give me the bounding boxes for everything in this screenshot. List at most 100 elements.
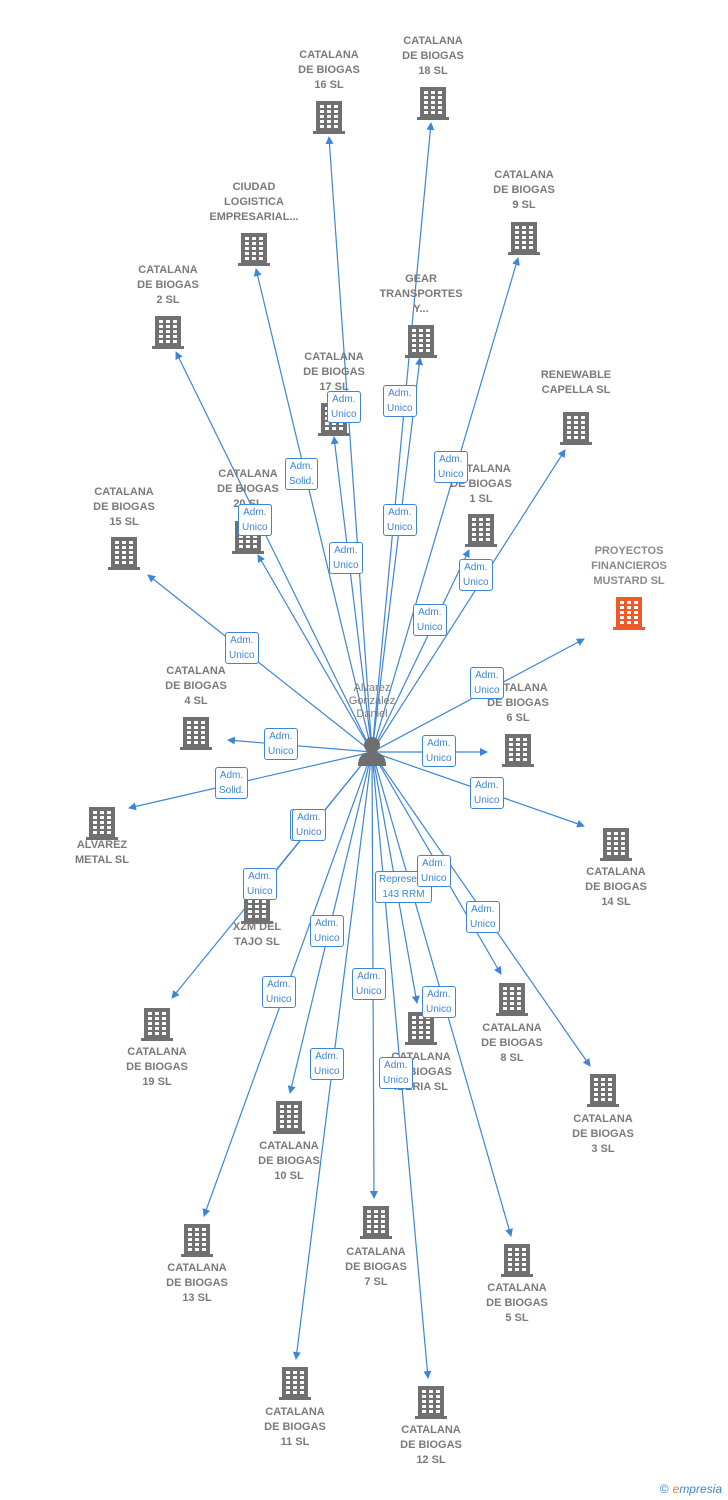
company-label: CATALANA DE BIOGAS 15 SL: [93, 486, 155, 528]
building-icon[interactable]: [495, 981, 529, 1022]
building-icon-gear: [405, 325, 437, 358]
building-icon[interactable]: [180, 1222, 214, 1263]
building-icon[interactable]: [179, 715, 213, 756]
link-c20: [257, 554, 373, 753]
role-badge-c11[interactable]: Adm. Unico: [310, 1048, 344, 1080]
building-icon[interactable]: [507, 220, 541, 261]
empresia-brand[interactable]: ©empresia: [660, 1482, 722, 1496]
building-icon[interactable]: [464, 512, 498, 553]
company-label: CATALANA DE BIOGAS 9 SL: [493, 169, 555, 211]
role-badge-c17[interactable]: Adm. Unico: [329, 542, 363, 574]
company-label: CATALANA DE BIOGAS 16 SL: [298, 49, 360, 91]
company-label: CATALANA DE BIOGAS 14 SL: [585, 866, 647, 908]
building-icon[interactable]: [416, 85, 450, 126]
role-badge-c1[interactable]: Adm. Unico: [459, 559, 493, 591]
company-node-c18[interactable]: CATALANA DE BIOGAS 18 SL: [373, 34, 493, 79]
company-node-c8[interactable]: CATALANA DE BIOGAS 8 SL: [452, 1021, 572, 1066]
role-badge-c13[interactable]: Adm. Unico: [310, 915, 344, 947]
role-badge-c16[interactable]: Adm. Unico: [327, 391, 361, 423]
company-label: CATALANA DE BIOGAS 19 SL: [126, 1046, 188, 1088]
building-icon[interactable]: [501, 732, 535, 773]
company-node-proyectos[interactable]: PROYECTOS FINANCIEROS MUSTARD SL: [569, 544, 689, 589]
building-icon[interactable]: [278, 1365, 312, 1406]
role-badge-iberia[interactable]: Adm. Unico: [422, 986, 456, 1018]
role-badge-c19[interactable]: Adm. Unico: [262, 976, 296, 1008]
building-icon[interactable]: [559, 410, 593, 451]
building-icon-c6: [502, 734, 534, 767]
company-label: CATALANA DE BIOGAS 7 SL: [345, 1246, 407, 1288]
building-icon-c4: [180, 717, 212, 750]
role-badge-c6[interactable]: Adm. Unico: [422, 735, 456, 767]
building-icon[interactable]: [237, 231, 271, 272]
company-label: RENEWABLE CAPELLA SL: [540, 369, 612, 396]
company-node-c10[interactable]: CATALANA DE BIOGAS 10 SL: [229, 1139, 349, 1184]
building-icon[interactable]: [359, 1204, 393, 1245]
building-icon[interactable]: [500, 1242, 534, 1283]
company-label: PROYECTOS FINANCIEROS MUSTARD SL: [591, 545, 667, 587]
company-node-gear[interactable]: GEAR TRANSPORTES Y...: [361, 272, 481, 317]
company-label: CATALANA DE BIOGAS 18 SL: [402, 35, 464, 77]
company-node-c16[interactable]: CATALANA DE BIOGAS 16 SL: [269, 48, 389, 93]
role-badge-c7[interactable]: Adm. Unico: [352, 968, 386, 1000]
company-node-c20[interactable]: CATALANA DE BIOGAS 20 SL: [188, 467, 308, 512]
company-node-c13[interactable]: CATALANA DE BIOGAS 13 SL: [137, 1261, 257, 1306]
building-icon-proyectos: [613, 597, 645, 630]
role-badge-c5[interactable]: Adm. Unico: [417, 855, 451, 887]
company-node-c5[interactable]: CATALANA DE BIOGAS 5 SL: [457, 1281, 577, 1326]
building-icon[interactable]: [140, 1006, 174, 1047]
company-node-c9[interactable]: CATALANA DE BIOGAS 9 SL: [464, 168, 584, 213]
building-icon[interactable]: [312, 99, 346, 140]
role-badge-c15[interactable]: Adm. Unico: [225, 632, 259, 664]
role-badge-c14[interactable]: Adm. Unico: [470, 777, 504, 809]
building-icon[interactable]: [272, 1099, 306, 1140]
role-badge-xzm[interactable]: Adm. Unico: [292, 809, 326, 841]
company-node-c3[interactable]: CATALANA DE BIOGAS 3 SL: [543, 1112, 663, 1157]
building-icon[interactable]: [599, 826, 633, 867]
role-badge-renewable[interactable]: Adm. Unico: [413, 604, 447, 636]
company-node-c2[interactable]: CATALANA DE BIOGAS 2 SL: [108, 263, 228, 308]
role-badge-xzm[interactable]: Adm. Unico: [243, 868, 277, 900]
building-icon-c2: [152, 316, 184, 349]
building-icon[interactable]: [414, 1384, 448, 1425]
company-label: CATALANA DE BIOGAS 4 SL: [165, 665, 227, 707]
company-node-c11[interactable]: CATALANA DE BIOGAS 11 SL: [235, 1405, 355, 1450]
company-node-c19[interactable]: CATALANA DE BIOGAS 19 SL: [97, 1045, 217, 1090]
role-badge-c9[interactable]: Adm. Unico: [434, 451, 468, 483]
role-badge-c20[interactable]: Adm. Unico: [238, 504, 272, 536]
building-icon-c10: [273, 1101, 305, 1134]
building-icon-c9: [508, 222, 540, 255]
role-badge-c8[interactable]: Adm. Unico: [466, 901, 500, 933]
role-badge-c18[interactable]: Adm. Unico: [383, 385, 417, 417]
company-node-xzm[interactable]: XZM DEL TAJO SL: [197, 920, 317, 950]
role-badge-c12[interactable]: Adm. Unico: [379, 1057, 413, 1089]
building-icon[interactable]: [586, 1072, 620, 1113]
company-node-ciudad[interactable]: CIUDAD LOGISTICA EMPRESARIAL...: [194, 180, 314, 225]
building-icon[interactable]: [151, 314, 185, 355]
brand-initial: e: [672, 1482, 680, 1496]
company-node-c17[interactable]: CATALANA DE BIOGAS 17 SL: [274, 350, 394, 395]
company-label: CATALANA DE BIOGAS 8 SL: [481, 1022, 543, 1064]
company-node-c12[interactable]: CATALANA DE BIOGAS 12 SL: [371, 1423, 491, 1468]
link-renewable: [371, 449, 566, 753]
role-badge-c4[interactable]: Adm. Unico: [264, 728, 298, 760]
company-node-c15[interactable]: CATALANA DE BIOGAS 15 SL: [64, 485, 184, 530]
company-label: CATALANA DE BIOGAS 17 SL: [303, 351, 365, 393]
company-label: CATALANA DE BIOGAS 10 SL: [258, 1140, 320, 1182]
link-ciudad: [253, 268, 373, 753]
building-icon-c3: [587, 1074, 619, 1107]
role-badge-iberia[interactable]: Represent. 143 RRM: [375, 871, 432, 903]
company-node-c7[interactable]: CATALANA DE BIOGAS 7 SL: [316, 1245, 436, 1290]
role-badge-ciudad[interactable]: Adm. Solid.: [285, 458, 319, 490]
role-badge-proyectos[interactable]: Adm. Unico: [470, 667, 504, 699]
building-icon[interactable]: [612, 595, 646, 636]
building-icon[interactable]: [85, 805, 119, 846]
role-badge-alvarez[interactable]: Adm. Solid.: [215, 767, 249, 799]
company-node-alvarez[interactable]: ALVAREZ METAL SL: [42, 838, 162, 868]
company-node-renewable[interactable]: RENEWABLE CAPELLA SL: [516, 368, 636, 398]
building-icon[interactable]: [107, 535, 141, 576]
building-icon-c18: [417, 87, 449, 120]
company-node-c4[interactable]: CATALANA DE BIOGAS 4 SL: [136, 664, 256, 709]
building-icon[interactable]: [404, 323, 438, 364]
role-badge-gear[interactable]: Adm. Unico: [383, 504, 417, 536]
company-node-c14[interactable]: CATALANA DE BIOGAS 14 SL: [556, 865, 676, 910]
